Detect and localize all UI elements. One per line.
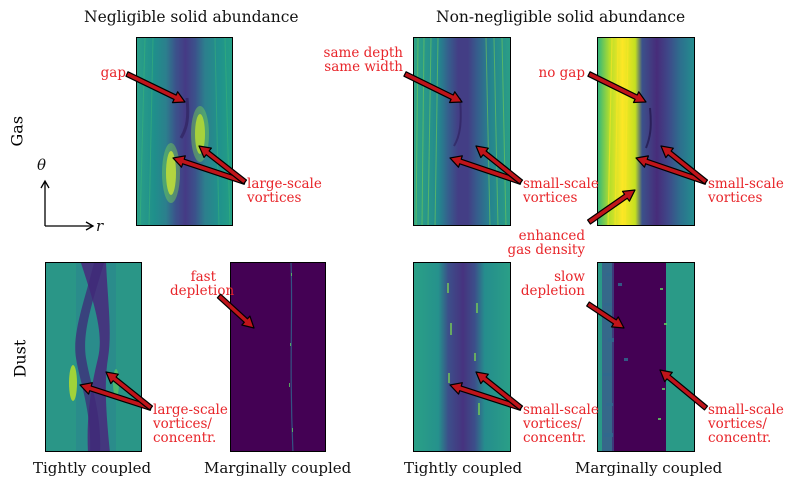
annotation-small-scale-vortices-2: small-scale vortices [708,176,784,207]
bottom-label-marginal-2: Marginally coupled [575,459,723,477]
dust-negligible-marginal-panel [230,262,326,452]
annotation-small-scale-vortices-dust-1: small-scale vortices/ concentr. [523,402,599,447]
gas-negligible-panel [136,37,233,226]
column-header-negligible: Negligible solid abundance [84,8,299,26]
annotation-small-scale-vortices-1: small-scale vortices [523,176,599,207]
axes-indicator-icon [40,179,95,231]
column-header-non-negligible: Non-negligible solid abundance [436,8,686,26]
dust-non-negligible-marginal-panel [597,262,695,452]
annotation-same-depth-width: same depth same width [323,45,403,76]
row-header-dust: Dust [10,339,30,378]
annotation-fast-depletion: fast depletion [170,269,235,300]
row-header-gas: Gas [7,115,27,147]
dust-non-negligible-tight-panel [413,262,511,452]
annotation-enhanced-gas-density: enhanced gas density [507,228,585,259]
gas-non-negligible-panel-1 [413,37,511,226]
bottom-label-tight-1: Tightly coupled [33,459,152,477]
annotation-slow-depletion: slow depletion [520,269,585,300]
annotation-small-scale-vortices-dust-2: small-scale vortices/ concentr. [708,402,784,447]
r-axis-label: r [96,217,104,235]
annotation-no-gap: no gap [538,65,585,81]
annotation-large-scale-vortices-gas: large-scale vortices [247,176,322,207]
theta-axis-label: θ [37,156,47,174]
annotation-large-scale-vortices-dust: large-scale vortices/ concentr. [153,402,228,447]
gas-non-negligible-panel-2 [597,37,695,226]
bottom-label-marginal-1: Marginally coupled [204,459,352,477]
annotation-gap: gap [100,65,126,81]
bottom-label-tight-2: Tightly coupled [404,459,523,477]
dust-negligible-tight-panel [45,262,142,452]
